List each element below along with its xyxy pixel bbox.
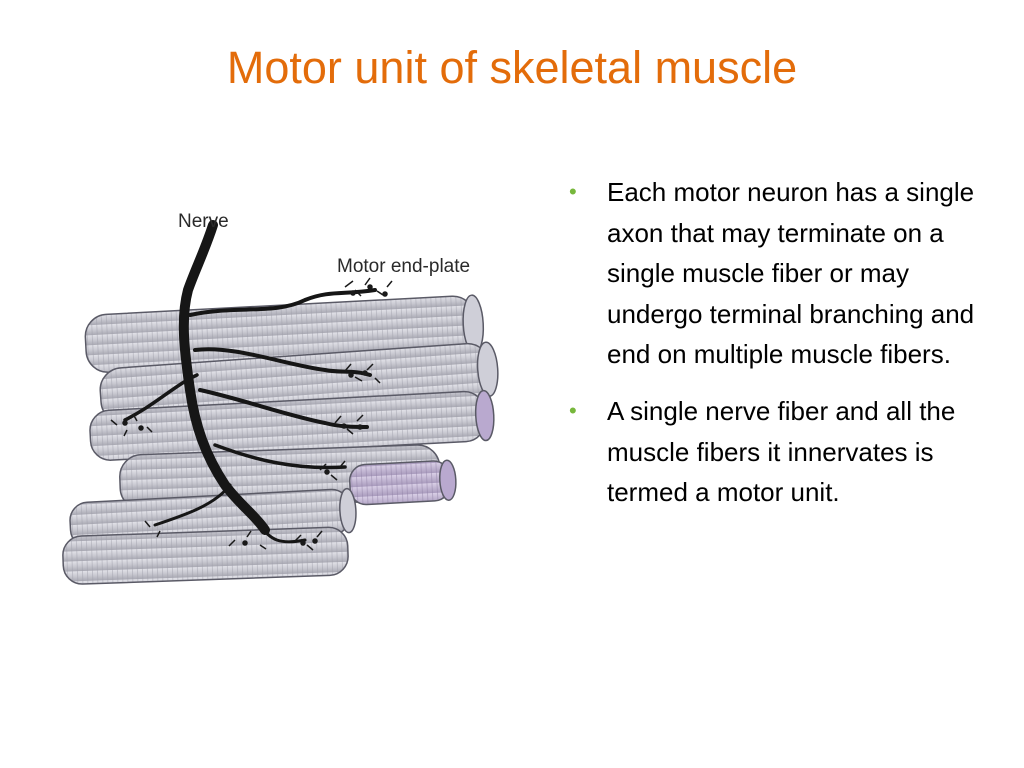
bullet-dot-icon: • — [569, 179, 577, 204]
nerve-axon — [123, 220, 377, 544]
muscle-fibers-diagram — [62, 220, 499, 585]
muscle-fiber-highlighted — [348, 459, 457, 506]
bullet-text: Each motor neuron has a single axon that… — [607, 177, 975, 370]
motor-end-plate-label: Motor end-plate — [337, 256, 471, 277]
bullet-list: • Each motor neuron has a single axon th… — [565, 172, 985, 529]
bullet-text: A single nerve fiber and all the muscle … — [607, 395, 956, 508]
motor-unit-illustration: Nerve Motor end-plate — [55, 195, 535, 595]
slide-title: Motor unit of skeletal muscle — [226, 42, 798, 93]
motor-end-plates — [110, 277, 393, 551]
bullet-item: • A single nerve fiber and all the muscl… — [565, 391, 985, 513]
bullet-dot-icon: • — [569, 397, 577, 423]
bullet-item: • Each motor neuron has a single axon th… — [565, 172, 985, 375]
nerve-label: Nerve — [178, 211, 229, 232]
muscle-fiber — [62, 526, 349, 585]
